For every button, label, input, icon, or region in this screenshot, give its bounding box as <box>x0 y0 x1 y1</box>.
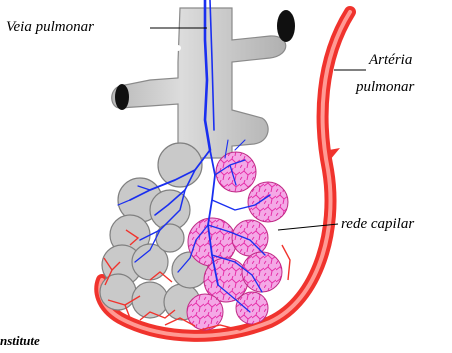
capillary-alveolus <box>248 182 288 222</box>
credit-text: nstitute <box>0 334 40 347</box>
label-arteria-line2: pulmonar <box>356 80 414 95</box>
bronchiole <box>112 8 295 158</box>
capillary-alveolus <box>236 292 268 324</box>
bronchus-highlight <box>175 45 181 51</box>
bronchus-opening-left <box>115 84 129 110</box>
alveolus <box>156 224 184 252</box>
label-veia-pulmonar: Veia pulmonar <box>6 20 94 35</box>
alveolus <box>100 274 136 310</box>
label-arteria-line1: Artéria <box>369 53 412 68</box>
label-rede-capilar: rede capilar <box>341 217 414 232</box>
capillary-network <box>187 152 288 330</box>
alveolus <box>158 143 202 187</box>
bronchus-opening-right <box>277 10 295 42</box>
capillary-alveolus <box>232 220 268 256</box>
capillary-alveolus <box>216 152 256 192</box>
